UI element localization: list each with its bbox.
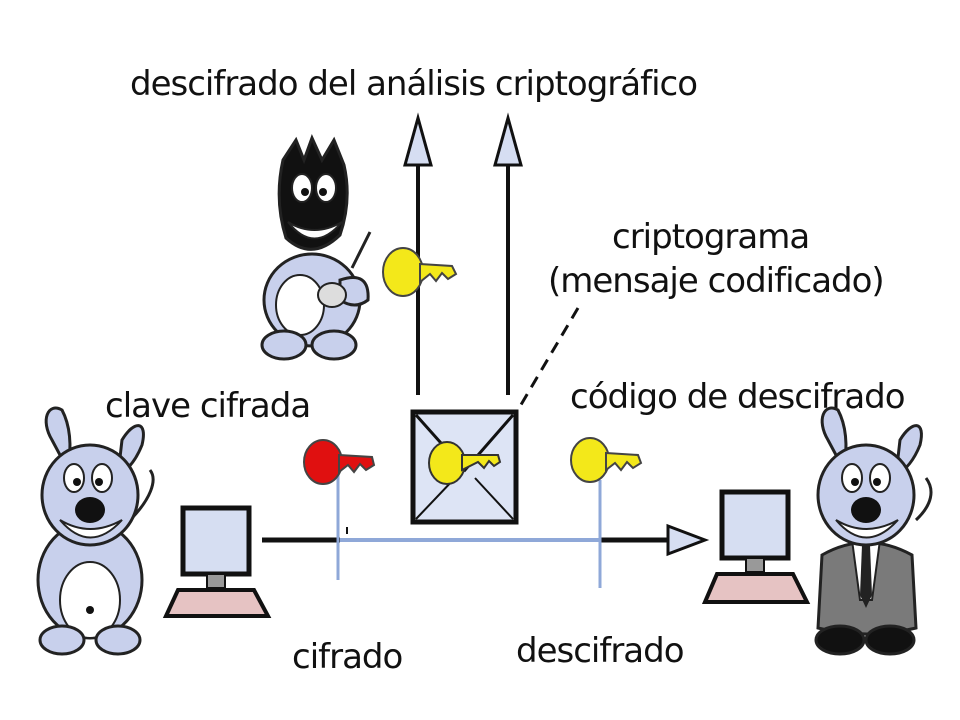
- transmission-channel: [262, 523, 710, 557]
- computer-icon: [701, 489, 811, 604]
- label-cipher: cifrado: [292, 637, 402, 677]
- dashed-pointer: [510, 307, 580, 421]
- key-icon: [303, 439, 376, 485]
- key-icon: [428, 441, 502, 485]
- dog-receiver-icon: [814, 406, 933, 656]
- key-icon: [570, 437, 643, 483]
- label-cryptogram-line1: criptograma: [612, 217, 809, 257]
- label-cipher-key: clave cifrada: [105, 386, 310, 426]
- computer-icon: [162, 505, 272, 618]
- label-top: descifrado del análisis criptográfico: [130, 64, 697, 104]
- dog-sender-icon: [36, 406, 155, 656]
- label-decipher-code: código de descifrado: [570, 377, 905, 417]
- dog-attacker-icon: [260, 134, 372, 361]
- up-arrow-right: [493, 112, 523, 395]
- envelope-icon: [410, 409, 519, 525]
- key-icon: [382, 247, 458, 297]
- label-cryptogram-line2: (mensaje codificado): [548, 261, 884, 301]
- label-decipher: descifrado: [516, 631, 684, 671]
- channel-arrowhead: [666, 523, 710, 557]
